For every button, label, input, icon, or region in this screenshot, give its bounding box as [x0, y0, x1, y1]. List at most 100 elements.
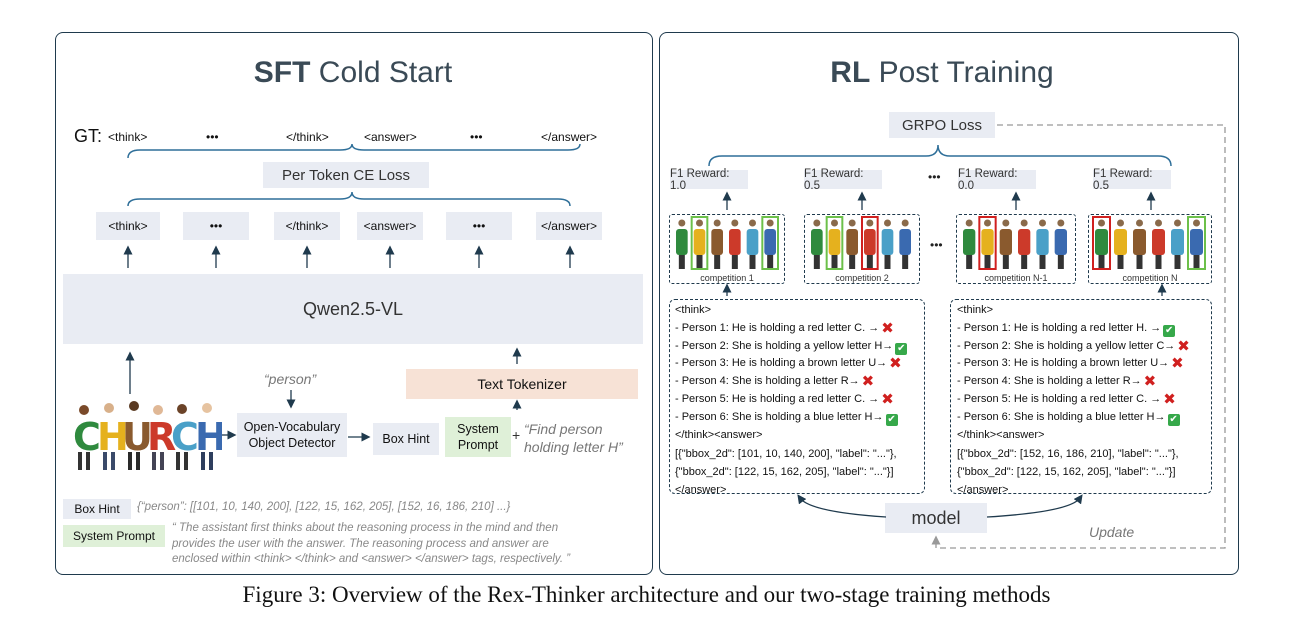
wrong-mark-icon: ✖ [889, 355, 902, 373]
right-reasoning-box [950, 299, 1212, 494]
wrong-mark-icon: ✖ [1143, 373, 1157, 391]
wrong-mark-icon: ✖ [1171, 355, 1184, 373]
rl-title: RL Post Training [830, 56, 1054, 89]
right-person-line: - Person 2: She is holding a yellow lett… [957, 338, 1190, 356]
update-loop [931, 124, 1226, 549]
gt-token-3: <answer> [364, 130, 417, 144]
competition-n-image [1092, 216, 1206, 270]
right-person-text: - Person 2: She is holding a yellow lett… [957, 339, 1176, 352]
out-token-4: ••• [446, 212, 512, 240]
competition-1-label: competition 1 [700, 273, 754, 283]
reward-1: F1 Reward: 1.0 [670, 168, 748, 192]
person-query: “person” [264, 371, 317, 387]
left-person-line: - Person 5: He is holding a red letter C… [675, 391, 907, 409]
check-mark-icon: ✔ [1167, 413, 1180, 426]
gt-label: GT: [74, 126, 103, 146]
right-person-text: - Person 5: He is holding a red letter C… [957, 392, 1162, 405]
competition-ellipsis: ••• [930, 238, 943, 252]
wrong-mark-icon: ✖ [881, 390, 894, 408]
out-token-2: </think> [274, 212, 340, 240]
left-answer-2: {"bbox_2d": [122, 15, 162, 205], "label"… [675, 466, 894, 479]
competition-1-image [676, 216, 780, 270]
left-person-text: - Person 2: She is holding a yellow lett… [675, 339, 894, 352]
competition-1-thumb: competition 1 [669, 214, 785, 284]
competition-n1-image [963, 216, 1067, 270]
ce-loss-box: Per Token CE Loss [263, 162, 429, 188]
gt-token-4: ••• [470, 130, 483, 144]
check-mark-icon: ✔ [885, 413, 898, 426]
check-mark-icon: ✔ [895, 342, 908, 355]
right-person-text: - Person 6: She is holding a blue letter… [957, 410, 1166, 423]
left-reasoning: <think> - Person 1: He is holding a red … [675, 302, 908, 500]
reward-4: F1 Reward: 0.5 [1093, 168, 1171, 192]
system-prompt-box: System Prompt [445, 417, 511, 457]
legend-system-prompt-text: “ The assistant first thinks about the r… [172, 522, 571, 565]
right-person-text: - Person 3: He is holding a brown letter… [957, 357, 1170, 370]
wrong-mark-icon: ✖ [1177, 337, 1190, 355]
legend-box-hint: Box Hint [63, 499, 131, 519]
detector-label: Open-Vocabulary Object Detector [243, 420, 341, 450]
gt-token-2: </think> [286, 130, 329, 144]
figure-caption: Figure 3: Overview of the Rex-Thinker ar… [242, 582, 1051, 607]
left-person-text: - Person 4: She is holding a letter R→ [675, 375, 860, 388]
right-answer-1: [{"bbox_2d": [152, 16, 186, 210], "label… [957, 448, 1179, 461]
right-person-text: - Person 4: She is holding a letter R→ [957, 375, 1142, 388]
system-prompt-label: System Prompt [457, 422, 499, 452]
competition-n-label: competition N [1122, 273, 1178, 283]
check-mark-icon: ✔ [1163, 324, 1176, 337]
gt-brace [127, 143, 581, 159]
right-person-line: - Person 3: He is holding a brown letter… [957, 355, 1190, 373]
church-letter-c2: C [171, 415, 199, 459]
right-reasoning: <think> - Person 1: He is holding a red … [957, 302, 1190, 500]
text-tokenizer-box: Text Tokenizer [406, 369, 638, 399]
church-letter-c1: C [73, 415, 101, 459]
left-answer-1: [{"bbox_2d": [101, 10, 140, 200], "label… [675, 448, 897, 461]
left-think-open: <think> [675, 304, 712, 316]
church-letter-h1: H [97, 415, 129, 459]
left-person-line: - Person 4: She is holding a letter R→✖ [675, 373, 907, 391]
reward-3: F1 Reward: 0.0 [958, 168, 1036, 192]
left-person-line: - Person 6: She is holding a blue letter… [675, 409, 907, 427]
right-person-line: - Person 1: He is holding a red letter H… [957, 320, 1190, 338]
competition-2-thumb: competition 2 [804, 214, 920, 284]
right-answer-end: </answer> [957, 483, 1009, 496]
church-letter-u: U [122, 415, 153, 459]
left-think-close: </think><answer> [675, 428, 763, 441]
competition-n1-thumb: competition N-1 [956, 214, 1076, 284]
gt-token-0: <think> [108, 130, 148, 144]
grpo-brace [708, 144, 1172, 167]
gt-token-5: </answer> [541, 130, 598, 144]
left-person-text: - Person 3: He is holding a brown letter… [675, 357, 888, 370]
out-token-1: ••• [183, 212, 249, 240]
right-think-open: <think> [957, 304, 994, 316]
reward-2: F1 Reward: 0.5 [804, 168, 882, 192]
out-token-0: <think> [96, 212, 160, 240]
competition-n1-label: competition N-1 [984, 273, 1048, 283]
competition-2-label: competition 2 [835, 273, 889, 283]
competition-n-thumb: competition N [1088, 214, 1212, 284]
left-answer-end: </answer> [675, 483, 727, 496]
ce-brace [127, 191, 571, 207]
left-person-line: - Person 2: She is holding a yellow lett… [675, 338, 908, 356]
update-label: Update [1089, 524, 1135, 540]
detector-box: Open-Vocabulary Object Detector [237, 413, 347, 457]
right-answer-2: {"bbox_2d": [122, 15, 162, 205], "label"… [957, 466, 1176, 479]
left-person-text: - Person 5: He is holding a red letter C… [675, 392, 880, 405]
sft-title: SFT Cold Start [253, 56, 453, 89]
grpo-loss-box: GRPO Loss [889, 112, 995, 138]
left-person-text: - Person 6: She is holding a blue letter… [675, 410, 884, 423]
right-think-close: </think><answer> [957, 428, 1045, 441]
wrong-mark-icon: ✖ [881, 319, 894, 337]
gt-token-1: ••• [206, 130, 219, 144]
out-token-3: <answer> [357, 212, 423, 240]
right-person-text: - Person 1: He is holding a red letter H… [957, 321, 1162, 334]
church-people-image: C H U R C H [72, 400, 227, 472]
out-token-5: </answer> [536, 212, 602, 240]
left-person-line: - Person 1: He is holding a red letter C… [675, 320, 907, 338]
left-person-text: - Person 1: He is holding a red letter C… [675, 321, 880, 334]
box-hint-box: Box Hint [373, 423, 439, 455]
legend-box-hint-text: {“person”: [[101, 10, 140, 200], [122, 1… [137, 501, 511, 513]
right-person-line: - Person 6: She is holding a blue letter… [957, 409, 1190, 427]
rl-model-box: model [885, 503, 987, 533]
